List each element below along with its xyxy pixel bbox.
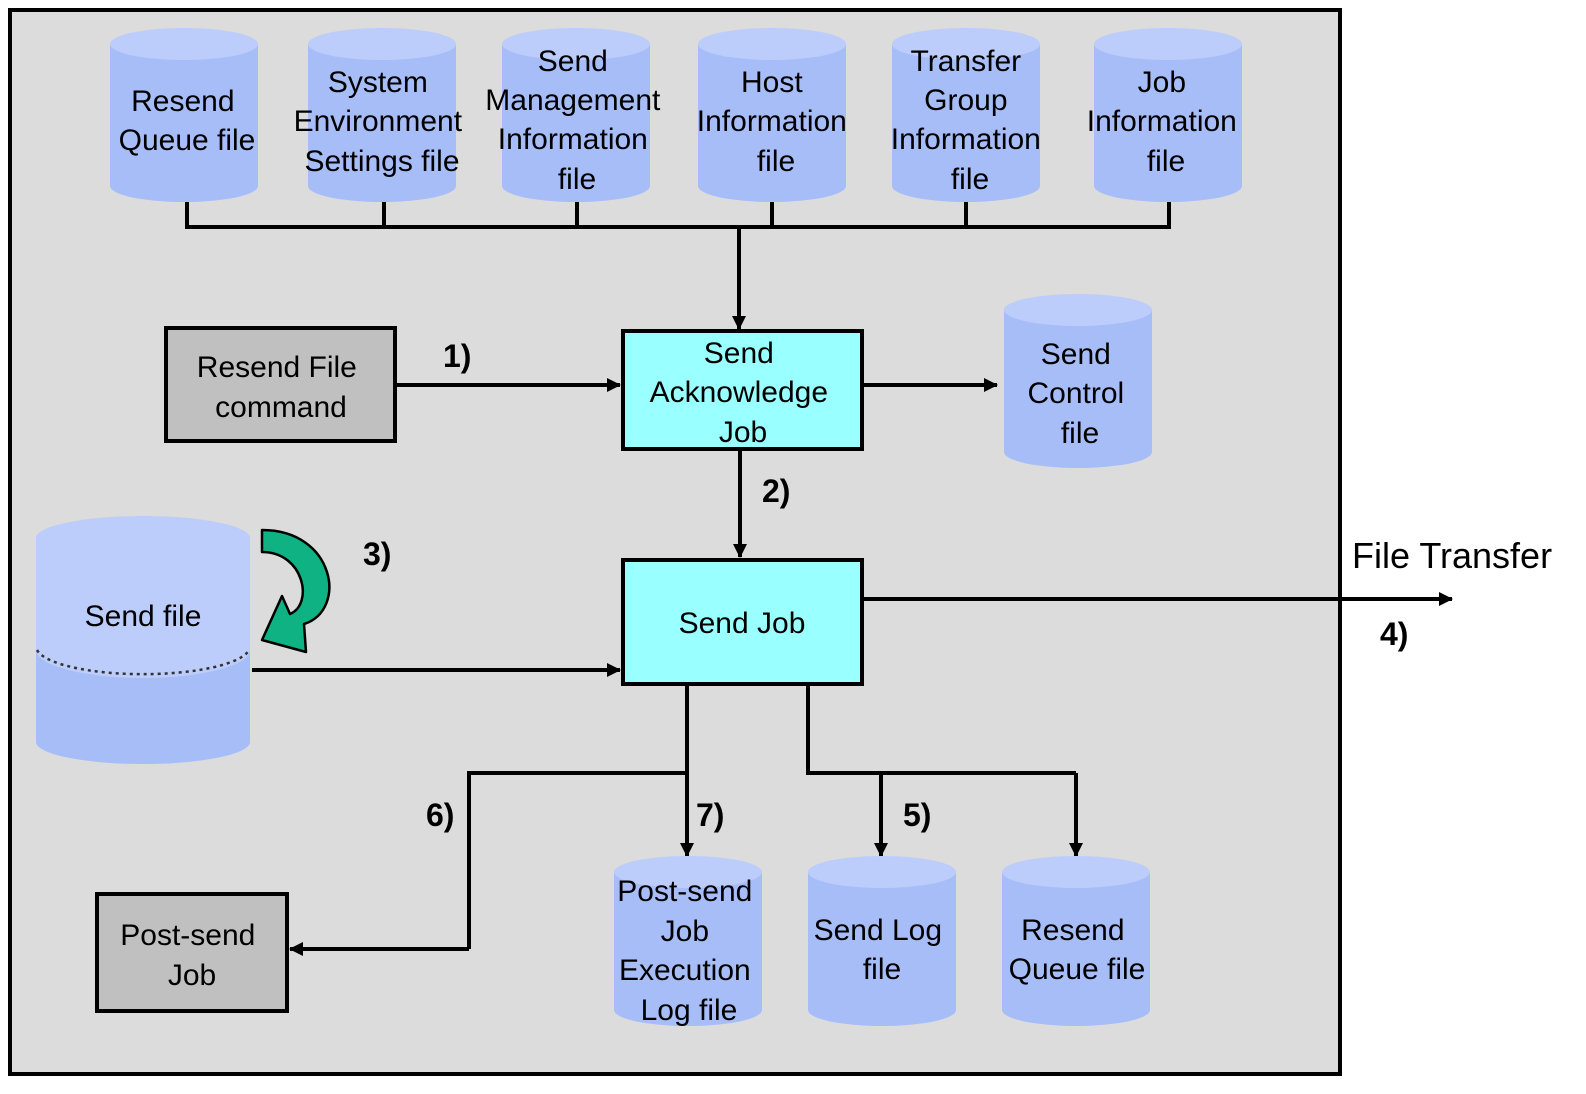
- svg-text:Send Log file: Send Log file: [814, 914, 951, 986]
- cylinder-send-log: Send Log file: [808, 856, 956, 1026]
- cylinder-send-control: Send Control file: [1004, 294, 1152, 468]
- svg-text:Send Control file: Send Control file: [1027, 338, 1132, 450]
- svg-text:Host Information f: Host Information file: [697, 66, 855, 178]
- svg-text:System Environment: System Environment Settings file: [294, 66, 471, 178]
- step-7-label: 7): [696, 797, 724, 833]
- send-acknowledge-job-box: Send Acknowledge Job: [621, 329, 864, 451]
- svg-text:Post-send Job: Post-send Job: [120, 919, 263, 992]
- svg-text:Send Management In: Send Management Information file: [485, 45, 668, 196]
- connectors: [185, 200, 1453, 956]
- cylinder-system-environment-settings: System Environment Settings file: [294, 28, 471, 202]
- cylinder-transfer-group-information: Transfer Group Information file: [891, 28, 1049, 202]
- svg-text:Job Information fi: Job Information file: [1087, 66, 1245, 178]
- svg-text:Send Acknowledge J: Send Acknowledge Job: [650, 337, 837, 449]
- resend-file-command-box: Resend File command: [164, 326, 397, 443]
- file-transfer-label: File Transfer: [1352, 535, 1552, 576]
- cylinder-send-file: Send file: [35, 516, 251, 764]
- step-1-label: 1): [443, 338, 471, 374]
- step-4-label: 4): [1380, 616, 1408, 652]
- log-queue-path: [806, 686, 1076, 775]
- cylinder-host-information: Host Information file: [697, 28, 855, 202]
- post-job-path: [467, 771, 685, 949]
- step-2-label: 2): [762, 473, 790, 509]
- svg-text:Resend Queue file: Resend Queue file: [1009, 914, 1146, 986]
- svg-text:Transfer Group Inf: Transfer Group Information file: [891, 45, 1049, 196]
- cylinder-resend-queue-bottom: Resend Queue file: [1002, 856, 1150, 1026]
- step-5-label: 5): [903, 797, 931, 833]
- svg-text:Send file: Send file: [85, 600, 202, 633]
- send-job-box: Send Job: [621, 558, 864, 686]
- cylinder-send-management-information: Send Management Information file: [485, 28, 668, 202]
- svg-text:Resend File command: Resend File command: [197, 351, 365, 424]
- cylinder-resend-queue-top: Resend Queue file: [110, 28, 258, 202]
- step-3-label: 3): [363, 536, 391, 572]
- step-6-label: 6): [426, 797, 454, 833]
- post-send-job-box: Post-send Job: [95, 892, 289, 1013]
- resend-curved-arrow-icon: [260, 528, 331, 654]
- svg-text:Send Job: Send Job: [679, 607, 806, 640]
- cylinder-job-information: Job Information file: [1087, 28, 1245, 202]
- svg-text:Resend Queue file: Resend Queue file: [119, 85, 256, 157]
- cylinder-post-send-job-execution-log: Post-send Job Execution Log file: [614, 856, 762, 1027]
- svg-text:Post-send Job Exec: Post-send Job Execution Log file: [617, 875, 760, 1027]
